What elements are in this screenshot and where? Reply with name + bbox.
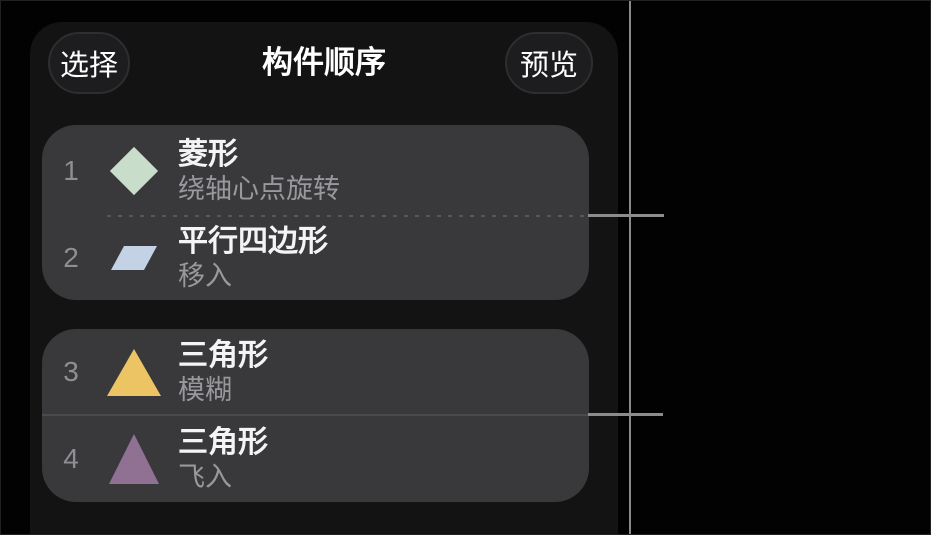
build-number: 4 <box>63 442 79 474</box>
build-title: 平行四边形 <box>178 225 328 258</box>
build-group-2: 3 三角形 模糊 4 <box>42 329 589 502</box>
triangle-icon <box>104 348 164 396</box>
build-effect: 模糊 <box>178 375 232 405</box>
build-number: 3 <box>63 356 79 387</box>
build-title: 菱形 <box>178 137 238 171</box>
build-title: 三角形 <box>178 425 268 459</box>
callout-line-top <box>588 214 664 217</box>
build-group-1: 1 菱形 绕轴心点旋转 2 <box>42 125 589 300</box>
parallelogram-icon <box>104 246 164 270</box>
preview-button[interactable]: 预览 <box>505 32 593 94</box>
build-order-panel: 选择 构件顺序 预览 1 菱形 绕轴心点旋转 2 <box>30 22 618 535</box>
panel-title: 构件顺序 <box>262 45 386 80</box>
build-number: 1 <box>63 154 79 186</box>
screen-edge-line <box>629 0 631 535</box>
diamond-icon <box>104 144 164 198</box>
group-divider-dotted <box>107 215 589 217</box>
build-number: 2 <box>63 242 79 273</box>
build-effect: 飞入 <box>178 461 232 492</box>
group-divider-solid <box>42 414 589 416</box>
select-button[interactable]: 选择 <box>48 32 130 94</box>
build-effect: 移入 <box>178 261 232 291</box>
build-title: 三角形 <box>178 339 268 372</box>
build-row-3[interactable]: 3 三角形 模糊 <box>42 329 589 415</box>
build-effect: 绕轴心点旋转 <box>178 173 340 204</box>
build-row-2[interactable]: 2 平行四边形 移入 <box>42 216 589 300</box>
build-row-4[interactable]: 4 三角形 飞入 <box>42 415 589 502</box>
callout-line-bottom <box>588 413 663 416</box>
triangle-icon <box>104 433 164 484</box>
build-row-1[interactable]: 1 菱形 绕轴心点旋转 <box>42 125 589 216</box>
